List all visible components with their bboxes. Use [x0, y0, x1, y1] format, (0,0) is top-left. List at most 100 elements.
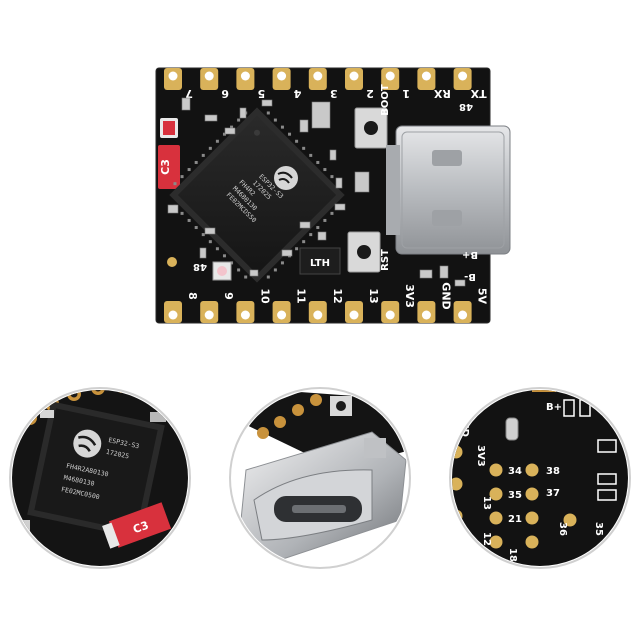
svg-text:35: 35 [508, 490, 522, 501]
pad-hole [421, 310, 431, 320]
top-pin-label: 7 [185, 87, 193, 100]
chip-pin [230, 261, 234, 265]
chip-pin [222, 254, 226, 258]
rst-button [347, 231, 381, 273]
regulator: LTH [299, 247, 341, 275]
smd-part [204, 114, 218, 122]
chip-pin [244, 275, 248, 279]
pad-hole [421, 71, 431, 81]
chip-pin [173, 182, 177, 186]
top-pin-label: TX [470, 87, 487, 100]
chip-pin [309, 153, 313, 157]
bottom-pin-label: 12 [331, 288, 344, 303]
smd-part [454, 279, 466, 287]
svg-text:18: 18 [507, 548, 518, 562]
chip-pin [194, 226, 198, 230]
smd-part [311, 101, 331, 129]
pad-hole [385, 71, 395, 81]
smd-part [317, 231, 327, 241]
bottom-pin-label: 11 [295, 288, 308, 303]
top-header-pads [164, 68, 472, 267]
pad-hole [168, 310, 178, 320]
boot-button [354, 107, 388, 149]
svg-text:36: 36 [557, 522, 568, 536]
chip-pin [323, 218, 327, 222]
pad-hole [349, 71, 359, 81]
chip-pin [316, 160, 320, 164]
chip-pin [194, 160, 198, 164]
pad-hole [204, 310, 214, 320]
battery-minus-label: B- [464, 271, 476, 282]
pad-hole [458, 71, 468, 81]
detail-pad [563, 513, 577, 527]
chip-pin [288, 132, 292, 136]
svg-text:LTH: LTH [310, 258, 330, 269]
chip-pin [230, 125, 234, 129]
top-pin-label: 1 [402, 87, 410, 100]
boot-label: BOOT [380, 84, 391, 116]
bottom-header-pads [164, 301, 472, 323]
chip-pin [295, 139, 299, 143]
chip-pin [302, 240, 306, 244]
top-pin-label: 6 [221, 87, 229, 100]
smd-part [199, 247, 207, 259]
chip-pin [201, 153, 205, 157]
chip-pin [309, 233, 313, 237]
chip-pin [208, 240, 212, 244]
smd-part [261, 99, 273, 107]
bottom-pin-label: 13 [367, 288, 380, 303]
pad-hole [349, 310, 359, 320]
detail-pad [525, 511, 539, 525]
bottom-pin-label: 9 [222, 292, 235, 300]
smd-part [249, 269, 259, 277]
smd-part [299, 221, 311, 229]
pad-hole [277, 310, 287, 320]
svg-text:38: 38 [546, 466, 560, 477]
pad-hole [204, 71, 214, 81]
top-pin-label: 5 [258, 87, 266, 100]
chip-pin [222, 132, 226, 136]
smd-part [224, 127, 236, 135]
detail-pad [525, 463, 539, 477]
chip-pin [323, 168, 327, 172]
smd-part [281, 249, 293, 257]
chip-pin [208, 146, 212, 150]
smd-part [239, 107, 247, 119]
chip-pin [273, 268, 277, 272]
bottom-pin-label: 10 [258, 288, 271, 304]
svg-text:13: 13 [481, 496, 492, 510]
smd-part [334, 203, 346, 211]
smd-part [335, 177, 343, 189]
bottom-pin-label: GND [439, 282, 452, 309]
chip-pin [295, 247, 299, 251]
chip-pin [187, 218, 191, 222]
smd-part [354, 171, 370, 193]
smd-part [299, 119, 309, 133]
bottom-pin-label: 5V [476, 288, 489, 305]
pad-hole [240, 71, 250, 81]
pad-hole [313, 71, 323, 81]
pad-hole [313, 310, 323, 320]
chip-pin [330, 211, 334, 215]
detail-pad-hole [119, 383, 126, 390]
smd-part [439, 265, 449, 279]
pad-hole [168, 71, 178, 81]
top-pin-label: RX [433, 87, 450, 100]
bottom-pin-label: 3V3 [403, 284, 416, 308]
chip-pin [280, 125, 284, 129]
chip-pin [266, 275, 270, 279]
svg-text:35: 35 [593, 522, 604, 536]
usb-c-connector [386, 125, 511, 255]
top-pin-label: 2 [366, 87, 374, 100]
rst-label: RST [380, 249, 391, 271]
svg-text:37: 37 [546, 488, 560, 499]
c3-marker: C3 [158, 118, 180, 189]
chip-pin [180, 175, 184, 179]
espressif-logo-icon [274, 166, 298, 190]
detail-pad [452, 477, 463, 491]
detail-pad [489, 463, 503, 477]
smd-part [167, 204, 179, 214]
chip-pin [237, 268, 241, 272]
